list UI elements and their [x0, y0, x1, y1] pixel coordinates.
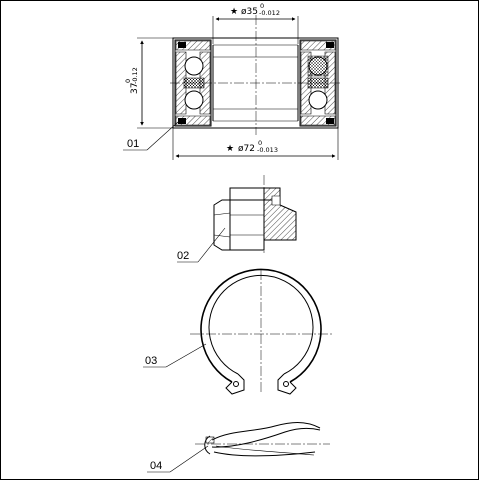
inner-diameter-value: ø35 — [241, 7, 258, 17]
ball-icon — [308, 90, 328, 110]
label-part-01: 01 — [123, 121, 179, 151]
inner-diameter-marker: ★ — [230, 7, 238, 17]
width-upper-tol: 0 — [124, 79, 132, 83]
dimension-width: 37 0 -0.12 — [124, 67, 140, 94]
dimension-inner-diameter: ★ ø35 0 -0.012 — [230, 2, 280, 17]
cotter-pin — [195, 422, 330, 457]
part-01-label: 01 — [127, 138, 139, 150]
part-02-label: 02 — [177, 250, 189, 262]
lug-hole-icon — [283, 381, 289, 387]
ball-icon — [184, 56, 204, 76]
axle-nut — [213, 175, 297, 255]
snap-ring — [190, 268, 332, 395]
dimension-outer-diameter: ★ ø72 0 -0.013 — [226, 139, 278, 154]
ball-icon — [184, 90, 204, 110]
part-03-label: 03 — [145, 355, 157, 367]
outer-diameter-value: ø72 — [238, 144, 255, 154]
outer-diameter-upper-tol: 0 — [258, 139, 262, 147]
label-part-04: 04 — [147, 445, 209, 473]
inner-diameter-lower-tol: -0.012 — [259, 9, 280, 17]
left-ring-section — [174, 39, 212, 127]
right-ring-section — [299, 39, 337, 127]
outer-diameter-lower-tol: -0.013 — [257, 146, 278, 154]
bearing-section — [137, 15, 342, 160]
label-part-02: 02 — [177, 227, 226, 263]
part-04-label: 04 — [150, 460, 162, 472]
lug-hole-icon — [233, 381, 239, 387]
label-part-03: 03 — [143, 343, 207, 368]
outer-diameter-marker: ★ — [226, 144, 234, 154]
inner-diameter-upper-tol: 0 — [260, 2, 264, 10]
width-lower-tol: -0.12 — [131, 67, 139, 84]
width-value: 37 — [130, 83, 140, 94]
